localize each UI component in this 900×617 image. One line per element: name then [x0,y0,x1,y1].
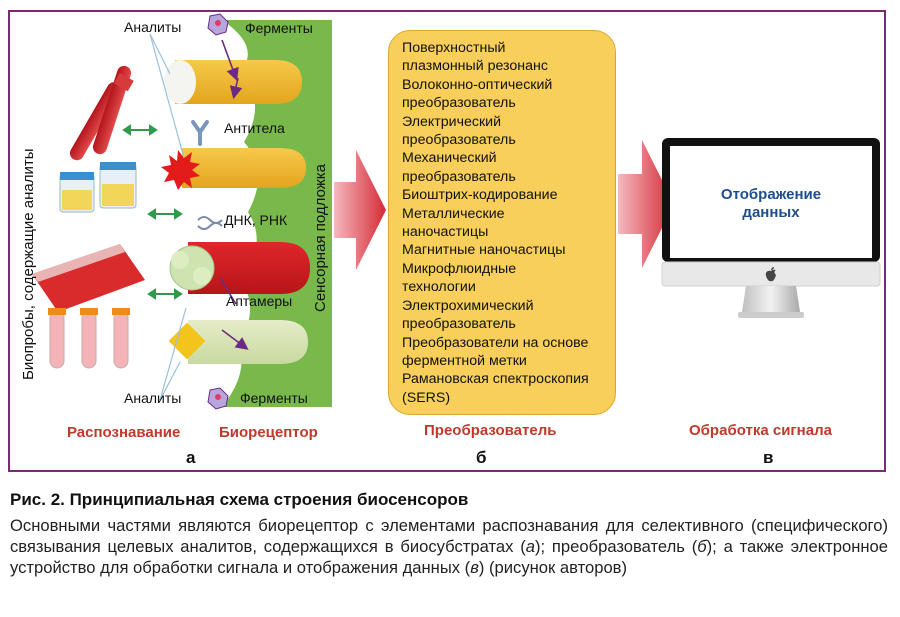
transducer-item: Электрохимический [402,297,534,314]
culture-flask [32,244,145,312]
binding-arrows [122,124,183,300]
analytes-label-top: Аналиты [124,19,182,35]
transducer-item: Микрофлюидные [402,260,517,277]
transducer-item: Металлические [402,205,505,222]
transducer-item: преобразователь [402,132,516,149]
transducer-item: Механический [402,150,497,167]
arrow-to-transducer [334,150,386,270]
receptor-capsule-dna [188,242,310,294]
stage-bioreceptor-label: Биорецептор [219,424,318,441]
transducer-item: Поверхностный [402,40,506,56]
transducer-item: технологии [402,279,476,296]
transducer-item: ферментной метки [402,352,527,369]
transducer-item: Рамановская спектроскопия [402,371,589,388]
antibodies-label: Антитела [224,120,285,136]
dna-rna-label: ДНК, РНК [224,212,288,228]
transducer-item: Биоштрих-кодирование [402,187,558,204]
panel-letter-c: в [763,448,774,467]
enzymes-label-top: Ферменты [245,20,313,36]
biosamples-vertical-label: Биопробы, содержащие аналиты [20,148,37,380]
analytes-label-bottom: Аналиты [124,390,182,406]
arrow-to-processing [618,140,674,268]
sensor-substrate-label: Сенсорная подложка [312,164,329,312]
dna-icon [197,216,223,230]
figure-frame [8,10,886,472]
transducer-item: преобразователь [402,168,516,185]
panel-letter-b: б [476,448,487,467]
aptamers-label: Аптамеры [226,293,293,309]
antibody-icon [191,120,209,146]
screen-title-line1: Отображение [720,186,822,203]
figure-caption-title: Рис. 2. Принципиальная схема строения би… [10,490,469,509]
caption-ref-b: б [697,537,707,556]
caption-ref-a: а [525,537,535,556]
receptor-capsule-enzyme-bottom [188,320,308,364]
monitor-illustration [661,138,881,318]
enzymes-label-bottom: Ферменты [240,390,308,406]
transducer-item: наночастицы [402,224,489,241]
transducer-item: Волоконно-оптический [402,76,553,93]
small-tubes [48,308,130,369]
stage-transducer-label: Преобразователь [424,422,557,439]
sample-cups [59,162,137,213]
aptamer-diamond-icon [168,322,206,360]
antigen-burst-icon [161,150,200,190]
transducer-item: Магнитные наночастицы [402,242,566,259]
screen-title-line2: данных [742,204,800,221]
figure-caption-body: Основными частями являются биорецептор с… [10,516,888,577]
transducer-item: Электрический [402,113,502,130]
transducer-item: преобразователь [402,95,516,112]
panel-letter-a: а [186,448,196,467]
transducer-item: плазмонный резонанс [402,58,548,75]
stage-recognition-label: Распознавание [67,424,181,441]
apple-logo-icon [765,267,776,282]
panel-a-illustration [32,13,332,410]
stage-processing-label: Обработка сигнала [689,422,832,439]
analyte-crystal-icon-bottom [207,387,229,410]
transducer-item: Преобразователи на основе [402,334,589,351]
transducer-item: (SERS) [402,389,451,406]
transducer-item: преобразователь [402,316,516,333]
caption-ref-c: в [470,558,479,577]
blood-tubes [70,65,134,161]
receptor-capsule-antibody [182,148,306,188]
receptor-capsule-enzyme-top [175,60,302,104]
sensor-substrate [222,20,332,407]
analyte-crystal-icon-top [207,13,229,36]
